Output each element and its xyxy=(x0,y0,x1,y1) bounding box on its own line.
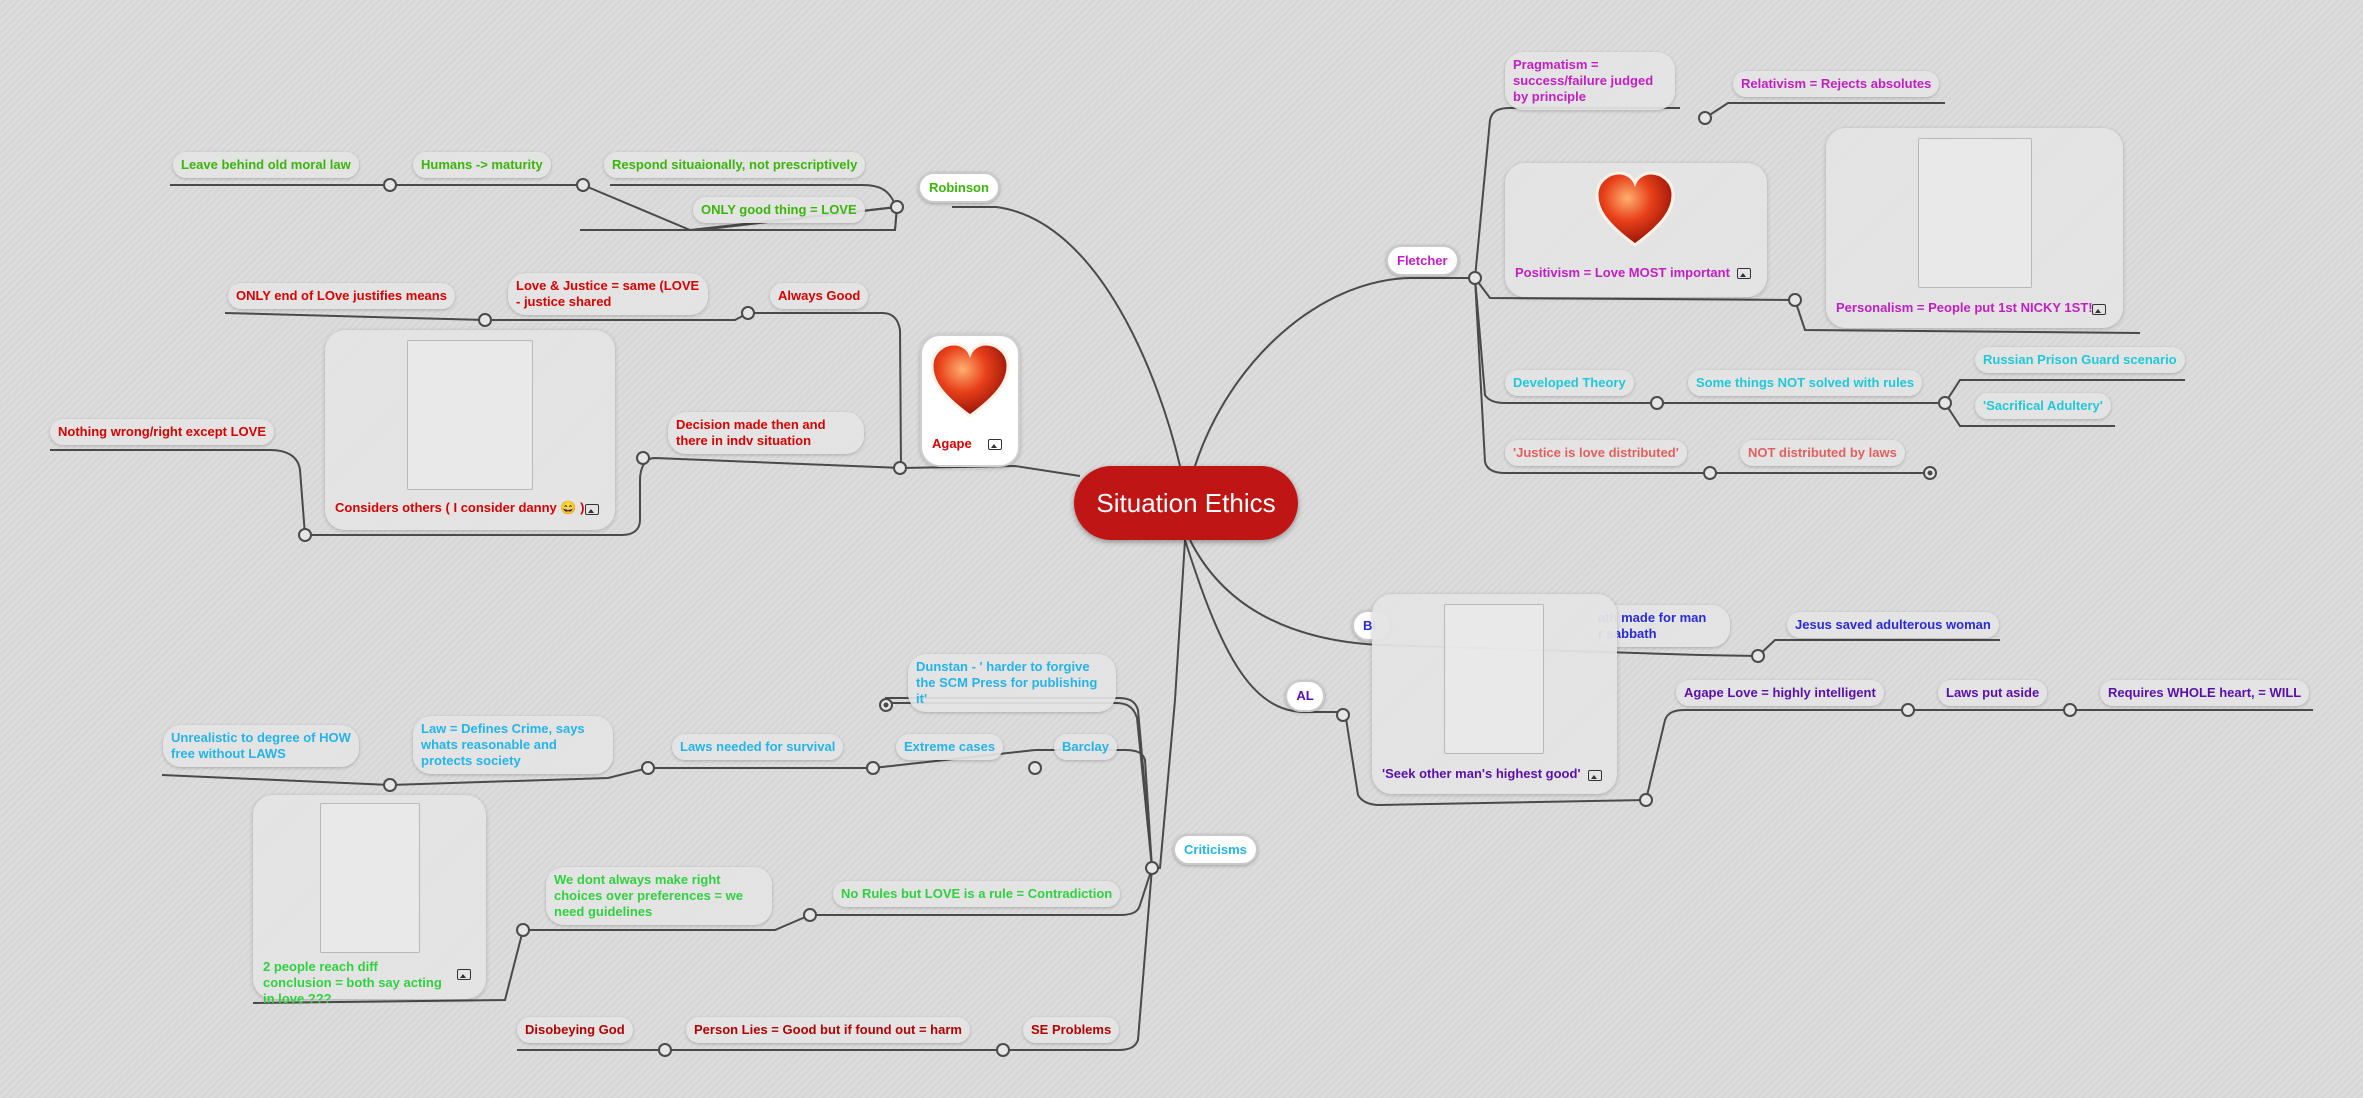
node-russian-prison[interactable]: Russian Prison Guard scenario xyxy=(1975,347,2185,373)
node-only-good-love[interactable]: ONLY good thing = LOVE xyxy=(693,197,865,223)
seek-highest-good-card[interactable]: 'Seek other man's highest good' xyxy=(1372,594,1617,794)
heart-icon xyxy=(930,342,1010,418)
node-not-distributed-laws[interactable]: NOT distributed by laws xyxy=(1740,440,1905,466)
node-developed-theory[interactable]: Developed Theory xyxy=(1505,370,1634,396)
node-jesus-adulterous[interactable]: Jesus saved adulterous woman xyxy=(1787,612,1999,638)
image-placeholder xyxy=(1444,604,1544,754)
node-we-need-guidelines[interactable]: We dont always make right choices over p… xyxy=(546,867,772,925)
image-icon[interactable] xyxy=(457,969,471,980)
branch-fletcher[interactable]: Fletcher xyxy=(1386,245,1459,276)
node-justice-love-distributed[interactable]: 'Justice is love distributed' xyxy=(1505,440,1687,466)
branch-robinson[interactable]: Robinson xyxy=(918,172,1000,203)
agape-label: Agape xyxy=(932,436,972,451)
node-laws-put-aside[interactable]: Laws put aside xyxy=(1938,680,2048,706)
heart-icon xyxy=(1595,171,1675,247)
agape-card[interactable]: Agape xyxy=(920,334,1020,467)
central-topic[interactable]: Situation Ethics xyxy=(1074,466,1298,540)
seek-highest-good-label: 'Seek other man's highest good' xyxy=(1382,766,1581,781)
branch-al[interactable]: AL xyxy=(1285,680,1325,712)
node-law-defines-crime[interactable]: Law = Defines Crime, says whats reasonab… xyxy=(413,716,613,774)
node-decision-then-there[interactable]: Decision made then and there in indv sit… xyxy=(668,412,864,454)
node-laws-needed-survival[interactable]: Laws needed for survival xyxy=(672,734,844,760)
node-nothing-wrong-right[interactable]: Nothing wrong/right except LOVE xyxy=(50,419,274,445)
positivism-label: Positivism = Love MOST important xyxy=(1515,265,1730,280)
node-agape-love-intelligent[interactable]: Agape Love = highly intelligent xyxy=(1676,680,1884,706)
image-icon[interactable] xyxy=(585,504,599,515)
image-icon[interactable] xyxy=(2092,304,2106,315)
node-no-rules-contradiction[interactable]: No Rules but LOVE is a rule = Contradict… xyxy=(833,881,1121,907)
node-not-solved-rules[interactable]: Some things NOT solved with rules xyxy=(1688,370,1923,396)
personalism-label: Personalism = People put 1st NICKY 1ST! xyxy=(1836,300,2093,315)
considers-others-card[interactable]: Considers others ( I consider danny 😄 ) xyxy=(325,330,615,530)
node-leave-old-law[interactable]: Leave behind old moral law xyxy=(173,152,359,178)
image-placeholder xyxy=(1918,138,2032,288)
node-sacrifical-adultery[interactable]: 'Sacrifical Adultery' xyxy=(1975,393,2111,419)
node-love-justice-same[interactable]: Love & Justice = same (LOVE - justice sh… xyxy=(508,273,708,315)
node-extreme-cases[interactable]: Extreme cases xyxy=(896,734,1004,760)
positivism-card[interactable]: Positivism = Love MOST important xyxy=(1505,163,1767,297)
node-disobeying-god[interactable]: Disobeying God xyxy=(517,1017,633,1043)
node-dunstan-quote[interactable]: Dunstan - ' harder to forgive the SCM Pr… xyxy=(908,654,1116,712)
node-barclay[interactable]: Barclay xyxy=(1054,734,1117,760)
image-placeholder xyxy=(407,340,533,490)
node-whole-heart-will[interactable]: Requires WHOLE heart, = WILL xyxy=(2100,680,2310,706)
considers-others-label: Considers others ( I consider danny 😄 ) xyxy=(335,500,585,515)
node-se-problems[interactable]: SE Problems xyxy=(1023,1017,1120,1043)
image-icon[interactable] xyxy=(988,439,1002,450)
node-pragmatism[interactable]: Pragmatism = success/failure judged by p… xyxy=(1505,52,1675,110)
image-icon[interactable] xyxy=(1588,770,1602,781)
image-icon[interactable] xyxy=(1737,268,1751,279)
two-people-card[interactable]: 2 people reach diff conclusion = both sa… xyxy=(253,795,486,1006)
node-unrealistic-free[interactable]: Unrealistic to degree of HOW free withou… xyxy=(163,725,359,767)
node-always-good[interactable]: Always Good xyxy=(770,283,869,309)
personalism-card[interactable]: Personalism = People put 1st NICKY 1ST! xyxy=(1826,128,2123,328)
node-only-end-love[interactable]: ONLY end of LOve justifies means xyxy=(228,283,455,309)
two-people-label: 2 people reach diff conclusion = both sa… xyxy=(263,959,442,1006)
node-person-lies[interactable]: Person Lies = Good but if found out = ha… xyxy=(686,1017,970,1043)
branch-criticisms[interactable]: Criticisms xyxy=(1173,834,1258,865)
image-placeholder xyxy=(320,803,420,953)
node-respond-situationally[interactable]: Respond situaionally, not prescriptively xyxy=(604,152,866,178)
node-relativism[interactable]: Relativism = Rejects absolutes xyxy=(1733,71,1940,97)
node-humans-maturity[interactable]: Humans -> maturity xyxy=(413,152,551,178)
